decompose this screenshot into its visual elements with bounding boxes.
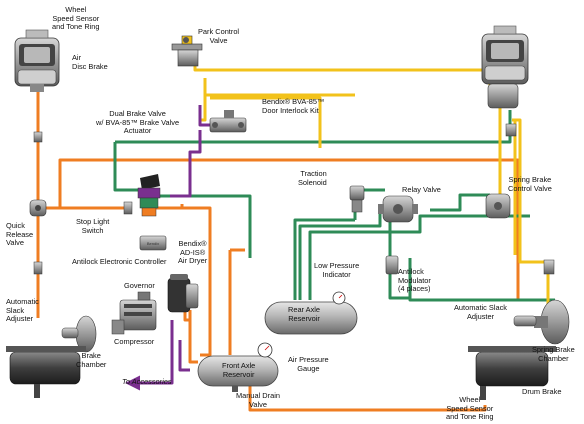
label-relay-valve: Relay Valve — [402, 185, 441, 194]
drum-brake-right — [468, 346, 556, 400]
rear-axle-reservoir — [264, 291, 358, 335]
air-dryer — [167, 274, 199, 313]
dual-brake-valve — [137, 174, 161, 217]
compressor — [111, 291, 157, 335]
label-to-accessories: To Accessories — [122, 377, 172, 386]
drum-brake-left — [6, 346, 86, 398]
spring-brake-control-valve — [485, 193, 511, 219]
supply-lines — [36, 92, 540, 412]
label-ad-is-air-dryer: Bendix®AD-IS®Air Dryer — [178, 239, 208, 266]
park-control-valve — [171, 35, 203, 67]
antilock-modulator — [385, 255, 399, 275]
door-interlock-kit — [209, 110, 247, 133]
relay-valve — [378, 195, 418, 223]
label-drum-brake: Drum Brake — [522, 387, 562, 396]
left-line-fittings — [33, 131, 43, 275]
primary-lines — [113, 110, 555, 302]
spring-brake-chamber — [534, 299, 570, 345]
quick-release-valve — [29, 199, 47, 217]
label-compressor: Compressor — [114, 337, 155, 346]
park-lines — [125, 105, 210, 391]
controller-box-text: Bendix — [147, 241, 159, 246]
front-axle-reservoir — [197, 355, 279, 392]
air-pressure-gauge — [257, 342, 273, 358]
traction-solenoid — [349, 185, 365, 213]
antilock-electronic-controller: Bendix — [139, 235, 167, 251]
brake-chamber-left — [61, 315, 97, 353]
slack-adjuster-right — [513, 315, 537, 327]
stop-light-switch — [123, 201, 133, 215]
air-disc-brake-left — [14, 29, 60, 92]
label-antilock-electronic-controller: Antilock Electronic Controller — [72, 257, 167, 266]
label-governor: Governor — [124, 281, 155, 290]
air-disc-brake-right — [481, 25, 529, 109]
right-line-fittings — [505, 123, 555, 275]
